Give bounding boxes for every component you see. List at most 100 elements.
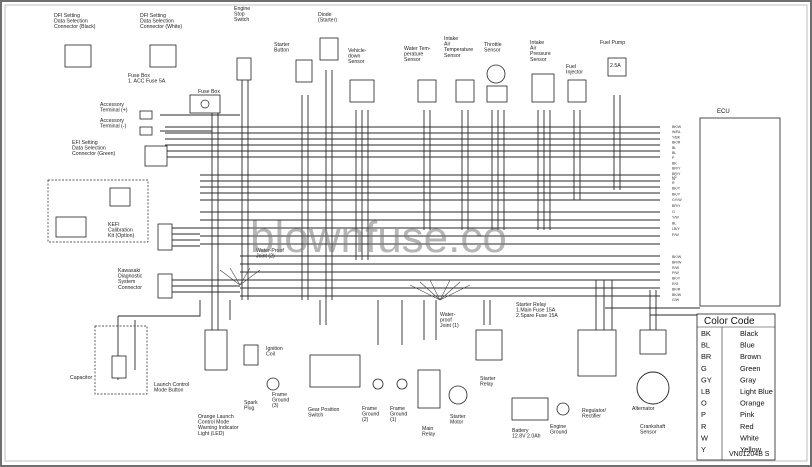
orange-launch-label: Warning Indicator: [198, 425, 239, 431]
intake-air-temp-label: Temperature: [444, 47, 473, 53]
starter-relay-shape: [475, 329, 503, 361]
water-temp-sensor-shape: [417, 79, 437, 103]
vehicle-down-sensor-shape: [349, 79, 375, 103]
main-relay-label: Main: [422, 426, 433, 432]
throttle-sensor-label: Sensor: [484, 48, 501, 54]
ecu-pin-label: BR/Y: [672, 204, 681, 208]
frame-ground-1-label: Frame: [390, 406, 405, 412]
water-temp-label: perature: [404, 52, 423, 58]
orange-launch-label: Orange Launch: [198, 414, 234, 420]
vehicle-down-label: Sensor: [348, 59, 365, 65]
efi-green-connector: [144, 145, 168, 167]
intake-air-pressure-label: Air: [530, 46, 537, 52]
color-code-abbrev: BR: [701, 352, 711, 361]
color-code-abbrev: O: [701, 399, 707, 408]
ecu-pin-label: Y/W: [672, 216, 679, 220]
ecu-pin-label: GY/W: [672, 198, 682, 202]
water-proof-joint-1-label: proof: [440, 318, 452, 324]
ecu-pin-label: BR/Y: [672, 167, 681, 171]
accessory-terminal-minus-label: Accessory: [100, 118, 124, 124]
crankshaft-sensor-label: Sensor: [640, 430, 657, 436]
dfi-setting-white-label: Data Selection: [140, 19, 174, 25]
launch-control-shape: [204, 329, 228, 371]
starter-relay-fuses-label: Starter Relay: [516, 302, 547, 308]
ecu-pin-label: BL: [672, 151, 676, 155]
accessory-terminal-minus-label: Terminal (-): [100, 124, 126, 130]
color-code-title: Color Code: [704, 316, 755, 327]
frame-ground-3-label: Ground: [272, 398, 289, 404]
frame-ground-1-label: (1): [390, 417, 397, 423]
kefi-calibration-label: Kit (Option): [108, 233, 135, 239]
ecu-pin-label: G: [672, 210, 675, 214]
capacitor-label: Capacitor: [70, 375, 92, 381]
frame-ground-2-label: (2): [362, 417, 369, 423]
color-code-abbrev: LB: [701, 387, 710, 396]
starter-relay-fuses-label: 1.Main Fuse 15A: [516, 308, 556, 314]
engine-ground-label: Engine: [550, 424, 566, 430]
dfi-setting-blank-label: Connector (Black): [54, 24, 96, 30]
color-code-name: Pink: [740, 410, 755, 419]
ecu-pin-label: BL: [672, 146, 676, 150]
main-relay-shape: [417, 369, 441, 409]
ignition-coil-shape: [243, 344, 259, 366]
regulator-rectifier-label: Regulator/: [582, 408, 606, 414]
gear-position-shape: [309, 354, 361, 388]
ecu-pin-label: P: [672, 156, 675, 160]
ecu-shape: [699, 117, 781, 307]
throttle-sensor-label: Throttle: [484, 42, 502, 48]
crankshaft-sensor-label: Crankshaft: [640, 424, 666, 430]
color-code-abbrev: BK: [701, 329, 711, 338]
intake-air-temp-label: Air: [444, 42, 451, 48]
color-code-name: Black: [740, 329, 758, 338]
ecu-pin-label: BK/W: [672, 255, 682, 259]
color-code-name: Orange: [740, 399, 765, 408]
ecu-pin-label: LG: [672, 175, 677, 179]
starter-motor-shape: [448, 385, 468, 405]
color-code-abbrev: P: [701, 410, 706, 419]
engine-stop-label: Stop: [234, 12, 245, 18]
water-proof-joint-1-label: Water-: [440, 312, 456, 318]
color-code-name: Brown: [740, 352, 761, 361]
ecu-label: ECU: [717, 109, 730, 115]
water-temp-label: Sensor: [404, 57, 421, 63]
ecu-pin-label: BR/Y: [672, 172, 681, 176]
color-code-name: Red: [740, 422, 754, 431]
ecu-pin-label: BK/W: [672, 293, 682, 297]
intake-air-pressure-shape: [531, 73, 555, 103]
intake-air-temp-label: Sensor: [444, 53, 461, 59]
ecu-pin-label: BK/Y: [672, 277, 681, 281]
kawasaki-diagnostic-label: Diagnostic: [118, 274, 143, 280]
fuse-box-shape: [189, 94, 221, 114]
water-proof-joint-2-label: Joint (2): [256, 254, 275, 260]
capacitor-shape: [111, 355, 127, 379]
ignition-coil-label: Ignition: [266, 346, 283, 352]
vehicle-down-label: Vehicle-: [348, 48, 367, 54]
ecu-pin-label: BR/W: [672, 260, 682, 264]
color-code-abbrev: G: [701, 364, 707, 373]
starter-motor-label: Motor: [450, 420, 464, 426]
accessory-terminal-plus-label: Accessory: [100, 102, 124, 108]
color-code-abbrev: GY: [701, 375, 712, 384]
frame-ground-2-label: Frame: [362, 406, 377, 412]
intake-air-pressure-label: Pressure: [530, 51, 551, 57]
dfi-setting-blank-label: DFI Setting: [54, 13, 80, 19]
engine-stop-label: Engine: [234, 6, 250, 12]
color-code-name: Yellow: [740, 445, 762, 454]
ecu-pin-label: BK/R: [672, 287, 681, 291]
ecu-pin-label: Y/BK: [672, 135, 681, 139]
ecu-pin-label: BL: [672, 221, 676, 225]
throttle-sensor-shape: [486, 64, 506, 84]
alternator-shape: [636, 371, 670, 405]
dfi-setting-blank-label: Data Selection: [54, 19, 88, 25]
frame-ground-1-label: Ground: [390, 412, 407, 418]
water-proof-joint-1-label: Joint (1): [440, 323, 459, 329]
dfi-white-connector: [149, 44, 177, 68]
color-code-abbrev: W: [701, 433, 708, 442]
intake-air-temp-sensor-shape: [455, 79, 475, 103]
vehicle-down-label: down: [348, 54, 361, 60]
orange-launch-label: Light (LED): [198, 431, 225, 437]
kefi-calibration-label: Calibration: [108, 228, 133, 234]
starter-button-label: Button: [274, 48, 289, 54]
ecu-pin-label: R/G: [672, 282, 679, 286]
